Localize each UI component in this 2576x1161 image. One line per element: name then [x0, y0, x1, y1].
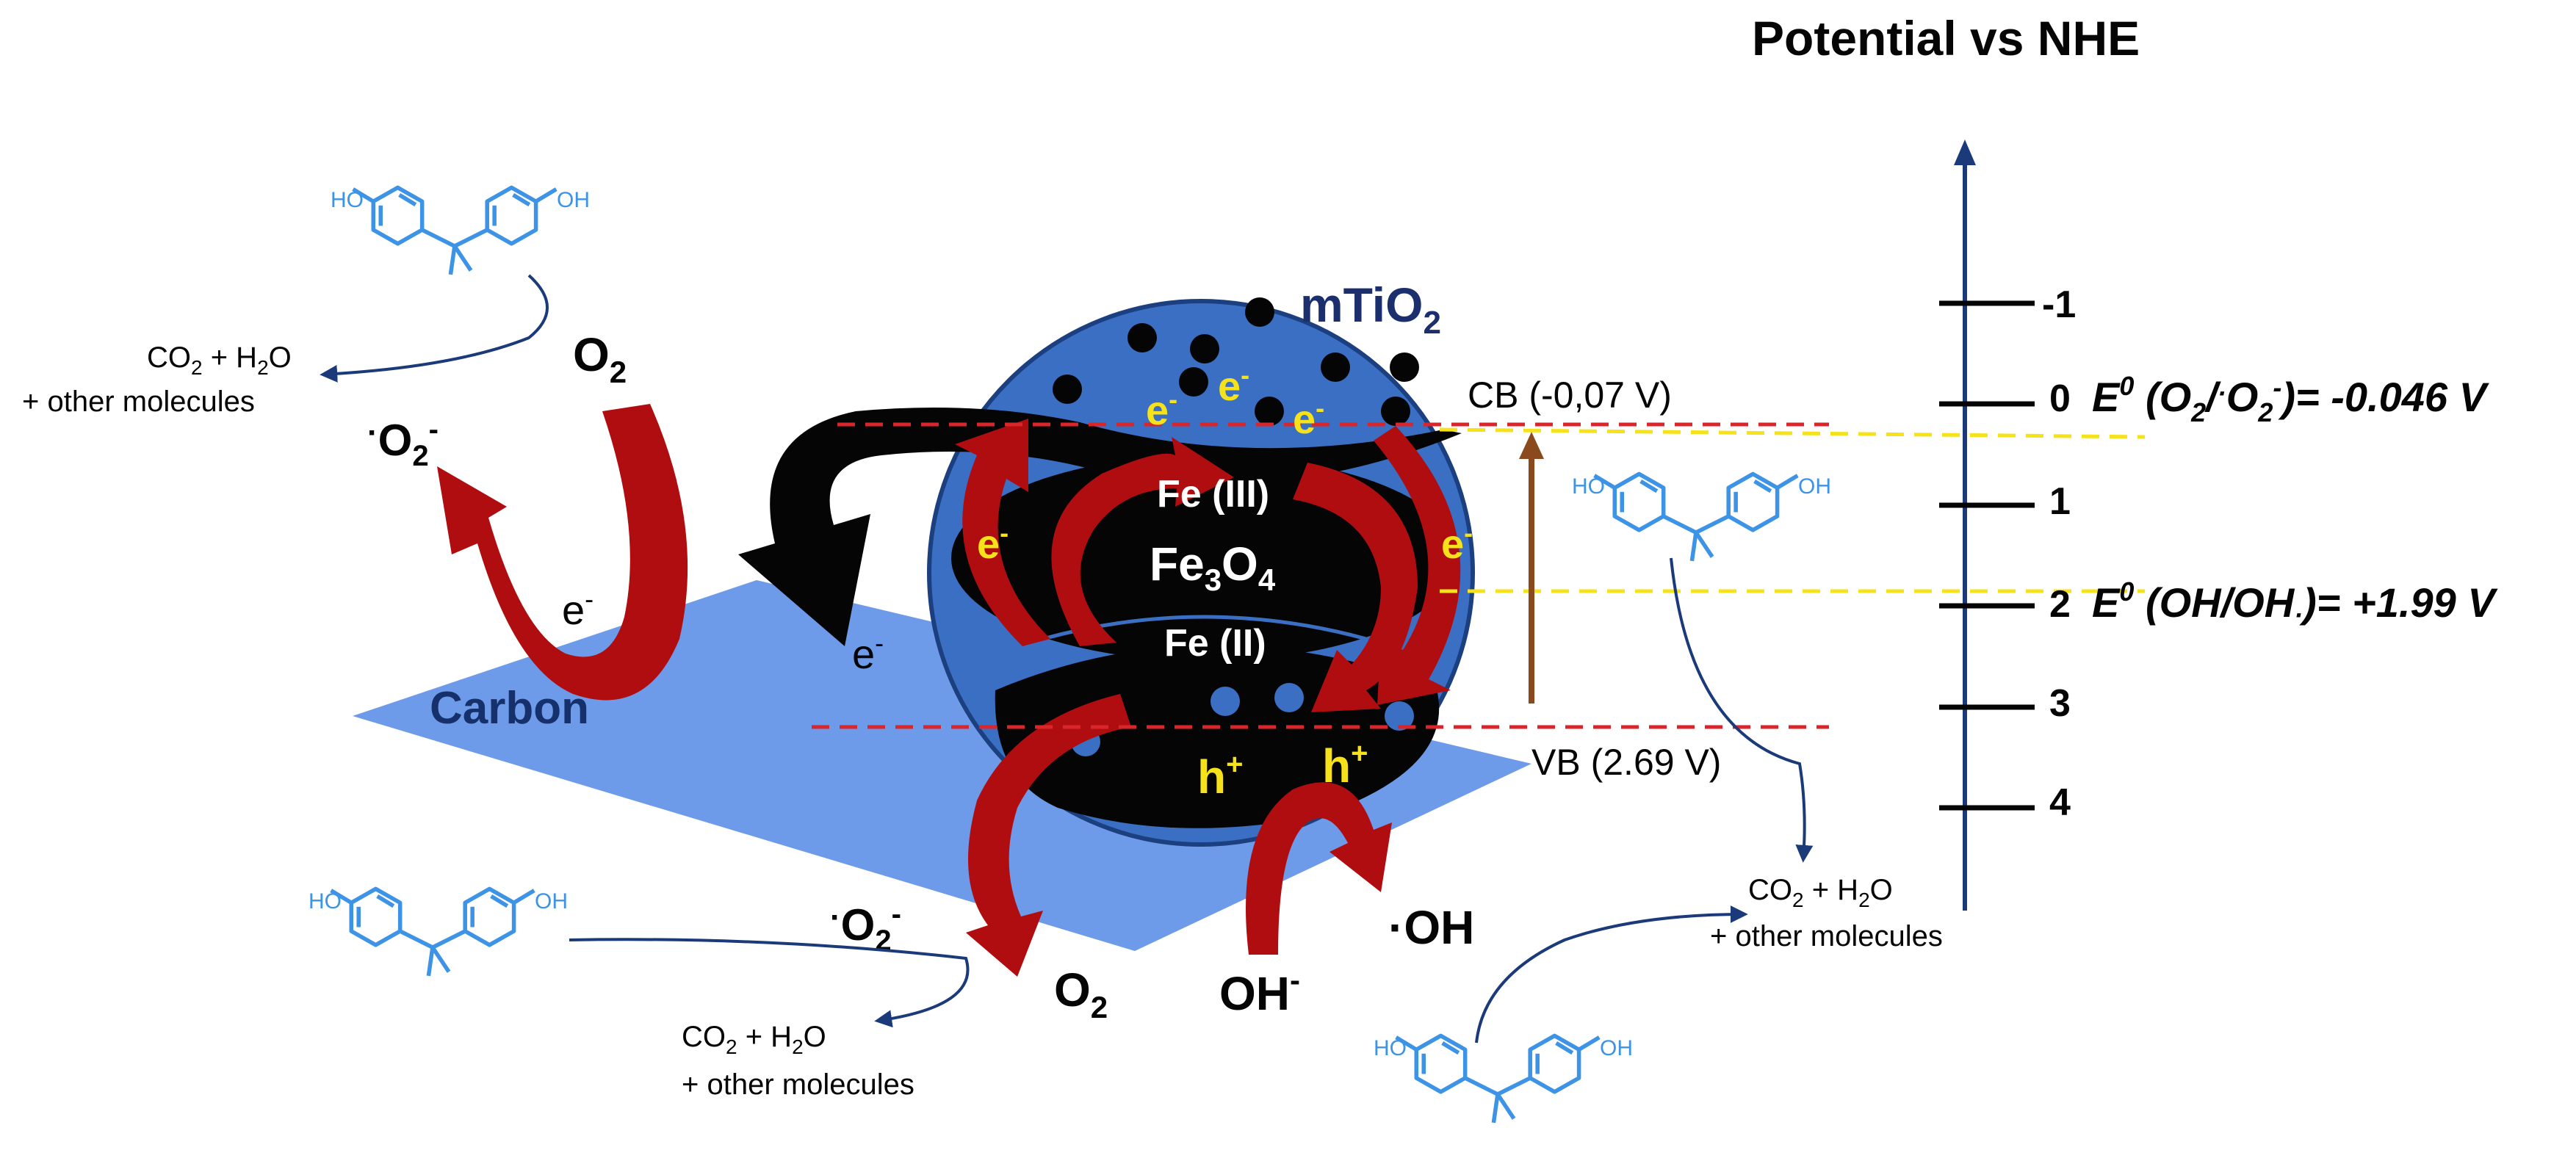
products-line2: + other molecules	[682, 1068, 914, 1101]
bpa-molecule-bottom-right: HO OH	[1374, 1035, 1633, 1122]
band-lines	[812, 422, 2146, 729]
degradation-arrows	[320, 274, 1814, 1044]
tick-label: 2	[2049, 583, 2071, 626]
products-line2: + other molecules	[22, 386, 255, 418]
tick-label: 0	[2049, 377, 2071, 420]
red-u-arrow	[437, 404, 688, 701]
excitation-arrow	[1519, 432, 1544, 704]
hole-label: h+	[1322, 737, 1368, 792]
electron-labels: e- e- e- e- e-	[977, 360, 1473, 567]
hole-labels: h+ h+	[1197, 737, 1368, 803]
products-right: CO2 + H2O + other molecules	[1710, 874, 1943, 952]
molecule-oh: OH	[1600, 1036, 1633, 1060]
cb-label: CB (-0,07 V)	[1468, 375, 1672, 416]
electron-label: e-	[1293, 393, 1324, 442]
molecule-ho: HO	[1374, 1036, 1407, 1060]
superoxide-label-bottom: ·O2-	[830, 898, 901, 957]
electron-label: e-	[852, 628, 884, 677]
tick-label: 4	[2049, 781, 2071, 824]
hole-label: h+	[1197, 748, 1243, 803]
o2-label-top: O2	[573, 328, 627, 389]
red-arrows-particle	[955, 419, 1461, 977]
electron-labels-dark: e- e-	[562, 584, 884, 677]
carbon-label: Carbon	[430, 683, 589, 734]
axis-title: Potential vs NHE	[1752, 11, 2140, 65]
oh-potential-equation: E0 (OH/OH·)= +1.99 V	[2092, 576, 2498, 630]
products-bottom: CO2 + H2O + other molecules	[682, 1021, 914, 1101]
o2-label-bottom: O2	[1054, 963, 1108, 1024]
electron-dots	[1053, 297, 1419, 426]
mtio2-label: mTiO2	[1300, 278, 1441, 341]
tick-label: -1	[2042, 283, 2076, 326]
potential-axis	[1939, 140, 2035, 911]
molecule-oh: OH	[535, 889, 568, 914]
tick-label: 1	[2049, 480, 2071, 523]
bpa-molecule-bottom-left: HO OH	[309, 889, 568, 975]
electron-label: e-	[1218, 360, 1249, 409]
fe3o4-label: Fe3O4	[1150, 538, 1276, 597]
superoxide-label-top: ·O2-	[367, 413, 439, 472]
electron-label: e-	[1146, 384, 1177, 433]
fe2-label: Fe (II)	[1164, 622, 1266, 665]
molecule-oh: OH	[1798, 474, 1831, 499]
axis-tick-labels: -1 0 1 2 3 4	[2042, 283, 2076, 824]
vb-label: VB (2.69 V)	[1531, 742, 1721, 783]
products-line1: CO2 + H2O	[147, 341, 292, 379]
bpa-molecule-right: HO OH	[1572, 474, 1831, 560]
molecule-oh: OH	[557, 188, 590, 212]
molecule-ho: HO	[331, 188, 364, 212]
black-electron-arrow	[738, 408, 1462, 646]
hydroxide-label: OH-	[1219, 963, 1300, 1020]
products-line1: CO2 + H2O	[1748, 874, 1893, 911]
electron-label: e-	[562, 584, 594, 633]
hydroxyl-radical-label: ·OH	[1388, 901, 1474, 954]
bpa-molecule-top-left: HO OH	[331, 187, 590, 274]
products-line1: CO2 + H2O	[682, 1021, 826, 1058]
o2-potential-equation: E0 (O2/·O2-)= -0.046 V	[2092, 371, 2490, 427]
products-top-left: CO2 + H2O + other molecules	[22, 341, 292, 418]
products-line2: + other molecules	[1710, 920, 1943, 952]
molecule-ho: HO	[309, 889, 342, 914]
molecule-ho: HO	[1572, 474, 1605, 499]
fe3-label: Fe (III)	[1157, 473, 1269, 516]
electron-label: e-	[1441, 518, 1473, 567]
tick-label: 3	[2049, 682, 2071, 725]
electron-label: e-	[977, 518, 1009, 567]
